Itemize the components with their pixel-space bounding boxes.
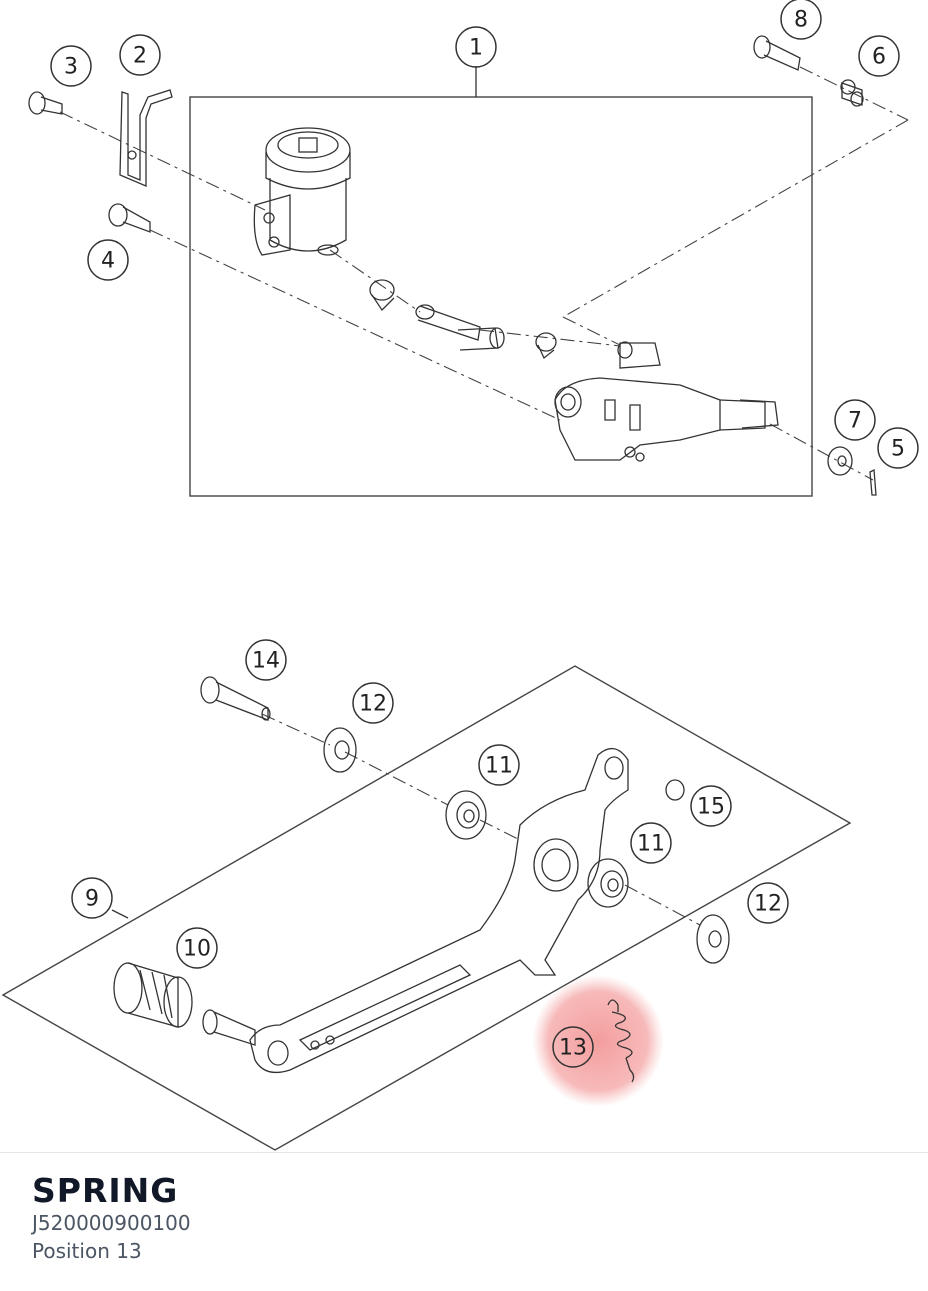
callout-13[interactable]	[552, 1026, 594, 1068]
callout-11-lower-label: 11	[637, 832, 665, 857]
brake-pedal-assembly	[1, 665, 852, 1151]
bolt-4-drawing	[108, 203, 151, 233]
part-number: J520000900100	[32, 1211, 191, 1235]
callout-6[interactable]	[858, 35, 900, 77]
callout-15[interactable]	[690, 785, 732, 827]
assembly-frame-9	[1, 665, 852, 1151]
spring-13-drawing[interactable]	[607, 999, 635, 1083]
brake-pedal-arm-drawing	[249, 748, 629, 1074]
callout-5-label: 5	[891, 437, 905, 462]
callout-1[interactable]	[455, 26, 497, 68]
callout-8-label: 8	[794, 8, 808, 33]
callout-15-label: 15	[697, 795, 725, 820]
pin-8-drawing	[753, 35, 801, 71]
callout-11-lower[interactable]	[630, 822, 672, 864]
bolt-14-drawing	[200, 676, 271, 721]
callout-labels: 1 2 3 4 5 6 7 8 9 10 11 11 12 12 13 14 1…	[64, 8, 905, 1061]
callout-4-label: 4	[101, 249, 115, 274]
callout-7-label: 7	[848, 409, 862, 434]
callout-3[interactable]	[50, 45, 92, 87]
callout-14-label: 14	[252, 649, 280, 674]
part-position: Position 13	[32, 1239, 142, 1263]
pedal-pin-drawing	[202, 1009, 256, 1046]
callout-2[interactable]	[119, 34, 161, 76]
callout-14[interactable]	[245, 639, 287, 681]
bolt-3-drawing	[28, 91, 63, 115]
callout-9-label: 9	[85, 887, 99, 912]
exploded-parts-diagram: 1 2 3 4 5 6 7 8 9 10 11 11 12 12 13 14 1…	[1, 0, 919, 1151]
bearing-11-upper-drawing	[445, 790, 487, 840]
callout-11-upper-label: 11	[485, 754, 513, 779]
callout-10[interactable]	[176, 927, 218, 969]
bearing-11-lower-drawing	[587, 858, 629, 908]
hose-clamp-drawing	[369, 279, 395, 312]
callout-12-upper[interactable]	[352, 682, 394, 724]
callout-12-upper-label: 12	[359, 692, 387, 717]
master-cylinder-body-drawing	[554, 341, 779, 462]
bushing-15-drawing	[665, 779, 685, 801]
callout-2-label: 2	[133, 44, 147, 69]
callout-8[interactable]	[780, 0, 822, 40]
callout-5[interactable]	[877, 427, 919, 469]
callout-13-label: 13	[559, 1036, 587, 1061]
callout-12-lower[interactable]	[747, 882, 789, 924]
washer-12-lower-drawing	[696, 914, 730, 964]
part-name: SPRING	[32, 1171, 179, 1210]
part-info-panel: SPRING J520000900100 Position 13	[0, 1152, 928, 1291]
master-cylinder-assembly	[28, 35, 909, 497]
callout-6-label: 6	[872, 45, 886, 70]
cotter-pin-5-drawing	[869, 468, 877, 496]
callout-11-upper[interactable]	[478, 744, 520, 786]
callout-10-label: 10	[183, 937, 211, 962]
callout-7[interactable]	[834, 399, 876, 441]
callout-1-label: 1	[469, 36, 483, 61]
bushing-6-drawing	[840, 79, 864, 107]
washer-7-drawing	[827, 446, 853, 476]
washer-12-upper-drawing	[323, 727, 357, 773]
bracket-2-drawing	[119, 89, 173, 187]
callout-3-label: 3	[64, 55, 78, 80]
hose-drawing	[415, 304, 505, 351]
fluid-reservoir-drawing	[253, 127, 351, 256]
selected-part-highlight[interactable]	[532, 975, 664, 1107]
callout-4[interactable]	[87, 239, 129, 281]
callout-9[interactable]	[71, 877, 113, 919]
callout-12-lower-label: 12	[754, 892, 782, 917]
callouts	[50, 0, 919, 1068]
rubber-pad-10-drawing	[113, 962, 193, 1028]
assembly-frame-1	[189, 96, 813, 497]
